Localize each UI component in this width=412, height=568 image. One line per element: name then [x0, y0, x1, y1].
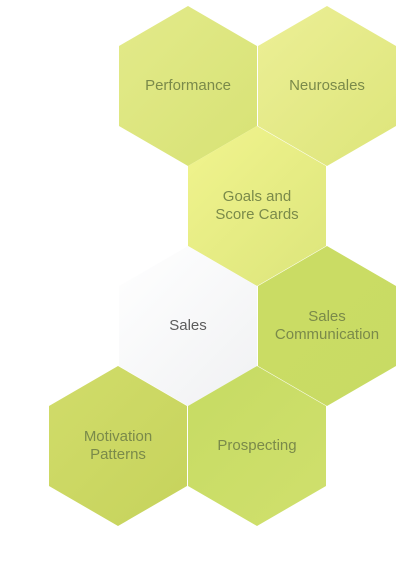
hex-goals-score-cards-label: Goals and Score Cards — [215, 188, 299, 223]
hex-neurosales-label: Neurosales — [289, 77, 365, 94]
hex-sales-communication-label: Sales Communication — [274, 308, 380, 343]
hex-prospecting-label: Prospecting — [217, 437, 297, 454]
hex-performance-label: Performance — [145, 77, 231, 94]
hex-performance[interactable]: Performance — [119, 6, 257, 166]
hex-sales-label: Sales — [169, 317, 207, 334]
hex-motivation-patterns-label: Motivation Patterns — [83, 428, 153, 463]
hex-neurosales[interactable]: Neurosales — [258, 6, 396, 166]
